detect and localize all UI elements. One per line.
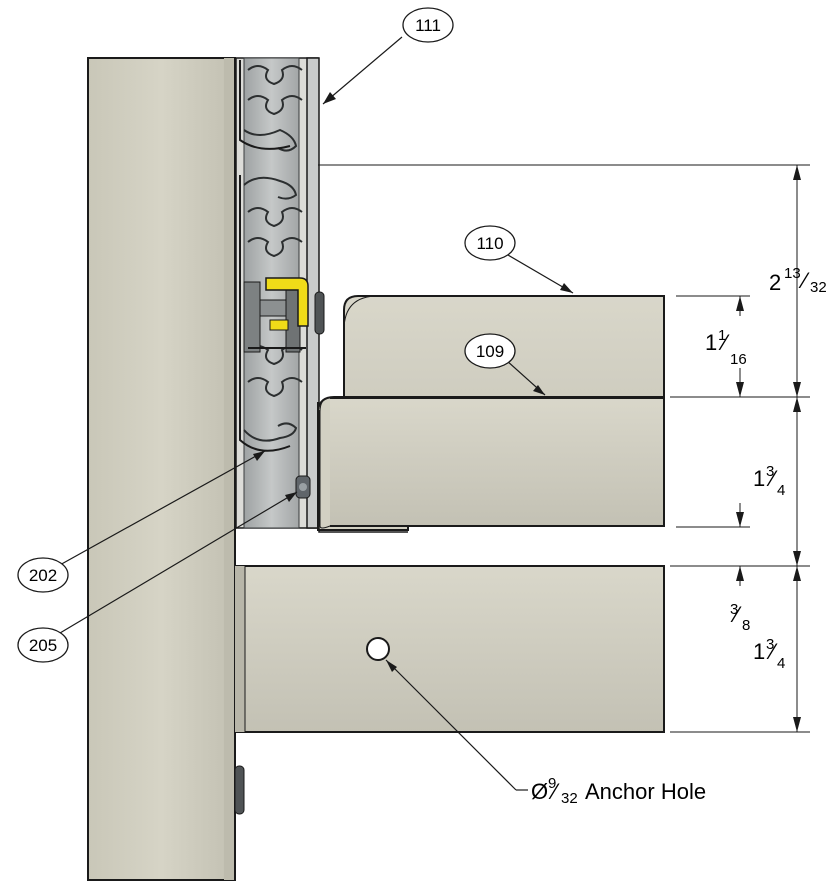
- dim-lower-den: 4: [777, 482, 785, 499]
- dim-gap-num: 3: [730, 601, 738, 618]
- dim-bracket-whole: 1: [753, 639, 765, 664]
- anchor-num: 9: [548, 775, 556, 792]
- callout-109: 109: [464, 333, 516, 369]
- hanger-clip: [243, 277, 309, 353]
- anchor-den: 32: [561, 790, 578, 807]
- dim-overall-num: 13: [784, 265, 801, 282]
- bracket-arm: [234, 565, 665, 733]
- dim-bracket-num: 3: [766, 636, 774, 653]
- callout-109-label: 109: [476, 342, 504, 361]
- dim-tray-lower: 1 3 ⁄ 4: [753, 463, 785, 499]
- leader-arrows: [253, 92, 573, 672]
- dim-overall-height: 2 13 ⁄ 32: [769, 265, 827, 296]
- tray-109: [317, 396, 665, 533]
- dimension-arrows: [736, 165, 801, 732]
- callout-110-label: 110: [476, 234, 503, 253]
- callout-202-label: 202: [29, 566, 57, 585]
- callout-205: 205: [17, 627, 69, 663]
- dim-upper-num: 1: [718, 327, 726, 344]
- leader-lines: [57, 36, 574, 791]
- rail-fastener: [314, 291, 325, 335]
- dimension-lines: [318, 164, 810, 733]
- dim-gap: 3 ⁄ 8: [730, 601, 750, 634]
- dim-bracket-den: 4: [777, 655, 785, 672]
- dim-upper-whole: 1: [705, 330, 717, 355]
- anchor-hole-label: Ø 9 ⁄ 32 Anchor Hole: [531, 775, 706, 807]
- vertical-post: [87, 57, 236, 881]
- anchor-label: Anchor Hole: [585, 779, 706, 804]
- dim-gap-den: 8: [742, 617, 750, 634]
- callout-111: 111: [402, 7, 454, 43]
- dim-tray-upper: 1 1 ⁄ 16: [705, 327, 747, 368]
- dim-bracket: 1 3 ⁄ 4: [753, 636, 785, 672]
- callout-202: 202: [17, 557, 69, 593]
- dim-lower-whole: 1: [753, 466, 765, 491]
- dim-lower-num: 3: [766, 463, 774, 480]
- dim-overall-whole: 2: [769, 270, 781, 295]
- anchor-diameter-symbol: Ø: [531, 779, 548, 804]
- fastener-205: [295, 475, 311, 499]
- callout-205-label: 205: [29, 636, 57, 655]
- dim-overall-den: 32: [810, 279, 827, 296]
- dim-upper-den: 16: [730, 351, 747, 368]
- anchor-hole: [366, 637, 390, 661]
- callout-111-label: 111: [415, 16, 441, 35]
- callout-110: 110: [464, 225, 516, 261]
